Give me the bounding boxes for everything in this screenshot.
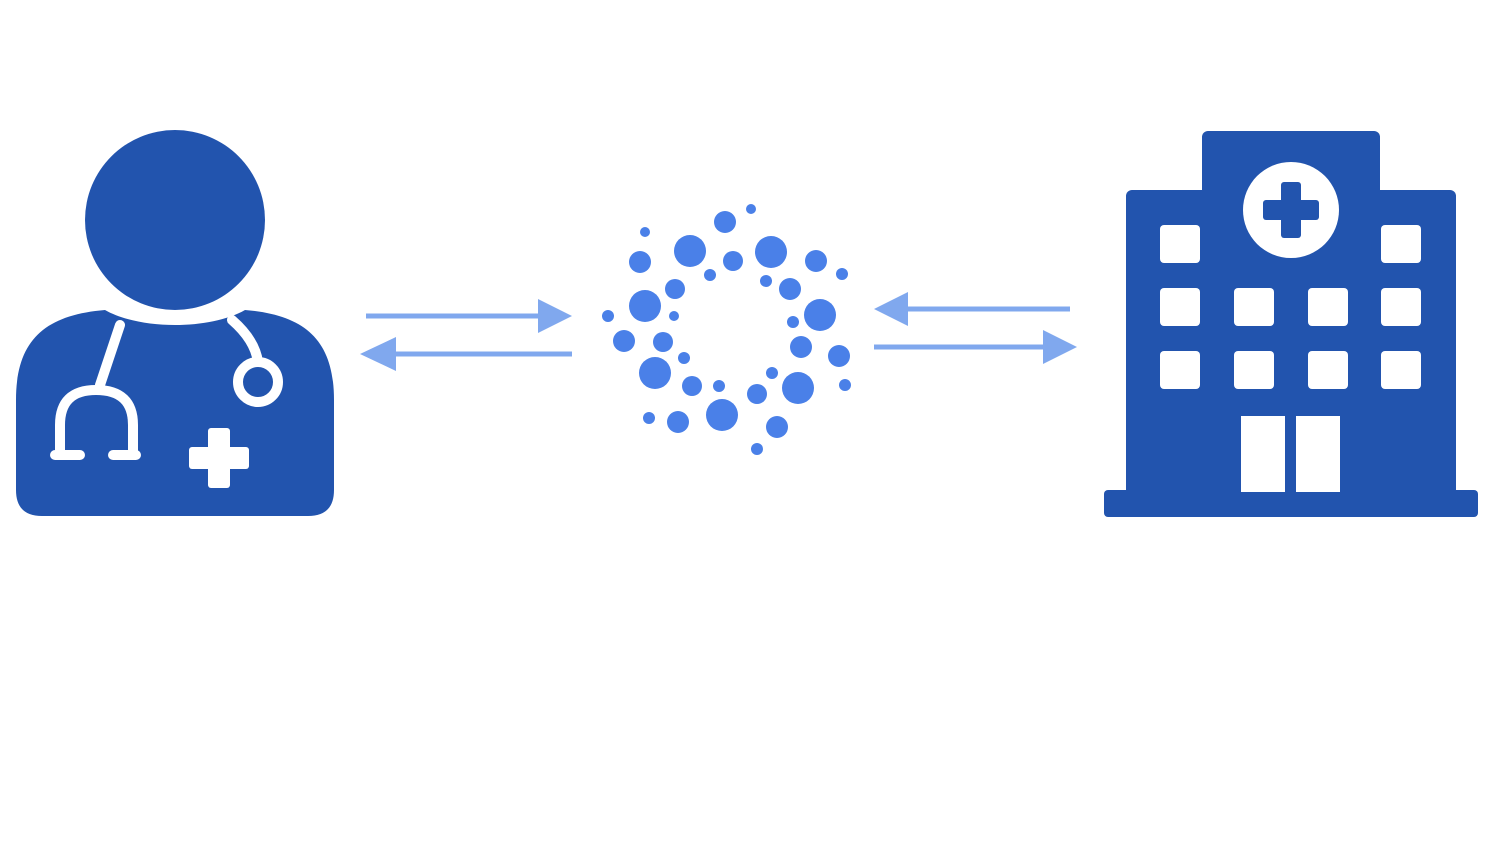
hub-dot: [804, 299, 836, 331]
hub-dot: [714, 211, 736, 233]
hub-dot: [787, 316, 799, 328]
hub-dot: [704, 269, 716, 281]
doctor-head: [85, 130, 265, 310]
hub-dot: [674, 235, 706, 267]
medical-cross-icon: [189, 428, 249, 488]
hospital-building-icon: [1104, 131, 1478, 517]
hub-dot: [640, 227, 650, 237]
hub-dot: [713, 380, 725, 392]
hub-dot: [779, 278, 801, 300]
hub-dot: [643, 412, 655, 424]
hub-dot: [706, 399, 738, 431]
hub-dot: [805, 250, 827, 272]
hub-dot: [746, 204, 756, 214]
hub-dot: [639, 357, 671, 389]
hub-dot: [613, 330, 635, 352]
hub-dot: [747, 384, 767, 404]
doctor-icon: [16, 130, 334, 516]
hospital-main-block: [1126, 190, 1456, 500]
hub-dot: [653, 332, 673, 352]
hub-dot: [723, 251, 743, 271]
hospital-windows: [1160, 225, 1421, 389]
hub-dot: [682, 376, 702, 396]
hub-dot: [678, 352, 690, 364]
hub-dot: [782, 372, 814, 404]
hub-dot: [828, 345, 850, 367]
hub-dot: [766, 416, 788, 438]
hub-dot: [766, 367, 778, 379]
arrow-doctor-to-hub: [366, 299, 572, 333]
hub-dot: [629, 251, 651, 273]
hub-dot: [667, 411, 689, 433]
hub-dot: [790, 336, 812, 358]
arrow-hospital-to-hub: [874, 292, 1070, 326]
hospital-base: [1104, 490, 1478, 517]
hub-dot: [836, 268, 848, 280]
hub-dot: [755, 236, 787, 268]
hub-dot: [751, 443, 763, 455]
hub-dot: [665, 279, 685, 299]
circular-dots-logo-icon: [602, 204, 851, 455]
stethoscope-icon: [50, 315, 283, 460]
arrow-hub-to-hospital: [874, 330, 1077, 364]
hub-dot: [669, 311, 679, 321]
hub-dot: [602, 310, 614, 322]
hospital-cross-icon: [1263, 182, 1319, 238]
hub-dot: [760, 275, 772, 287]
hub-dot: [839, 379, 851, 391]
arrow-hub-to-doctor: [360, 337, 572, 371]
hub-dot: [629, 290, 661, 322]
hospital-door: [1241, 416, 1340, 492]
